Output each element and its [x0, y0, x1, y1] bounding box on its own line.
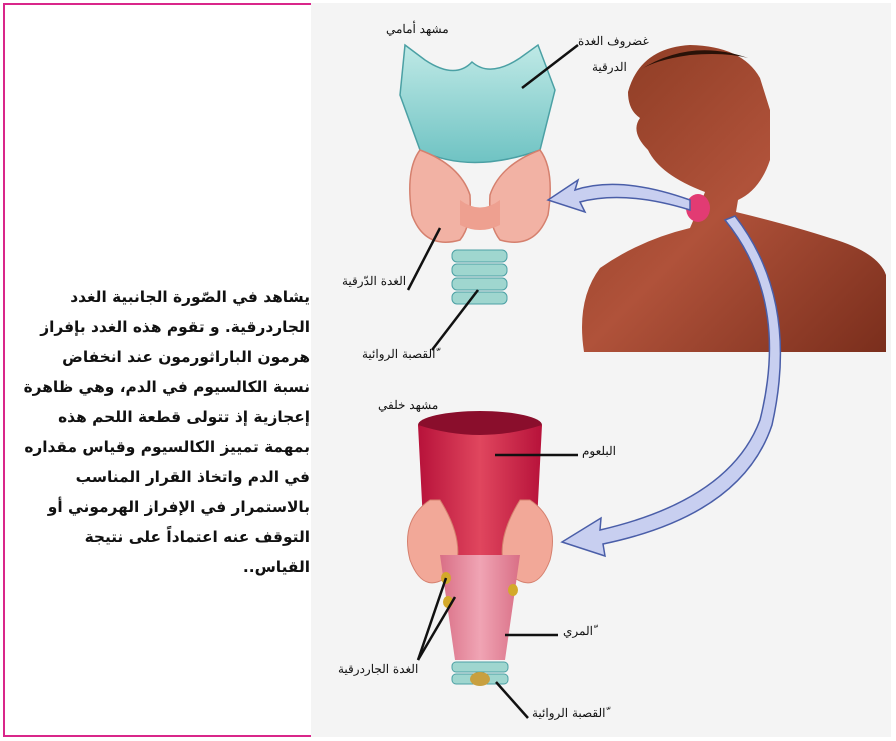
label-front-view: مشهد أمامي — [386, 22, 449, 36]
label-parathyroid: الغدة الجاردرقية — [338, 662, 418, 676]
label-thyroid-gland: الغدة الدّرقية — [342, 274, 406, 288]
label-thyroid-cartilage-line1: غضروف الغدة — [578, 34, 649, 48]
label-trachea-top: ّالقصبة الروائية — [362, 347, 435, 361]
label-back-view: مشهد خلفي — [378, 398, 438, 412]
label-thyroid-cartilage-line2: الدرقية — [592, 60, 627, 74]
label-trachea-bottom: ّالقصبة الروائية — [532, 706, 605, 720]
label-pharynx: البلعوم — [582, 444, 616, 458]
label-esophagus: ّالمري — [563, 624, 593, 638]
back-view-parathyroid — [408, 411, 553, 686]
front-view-thyroid — [400, 45, 555, 304]
